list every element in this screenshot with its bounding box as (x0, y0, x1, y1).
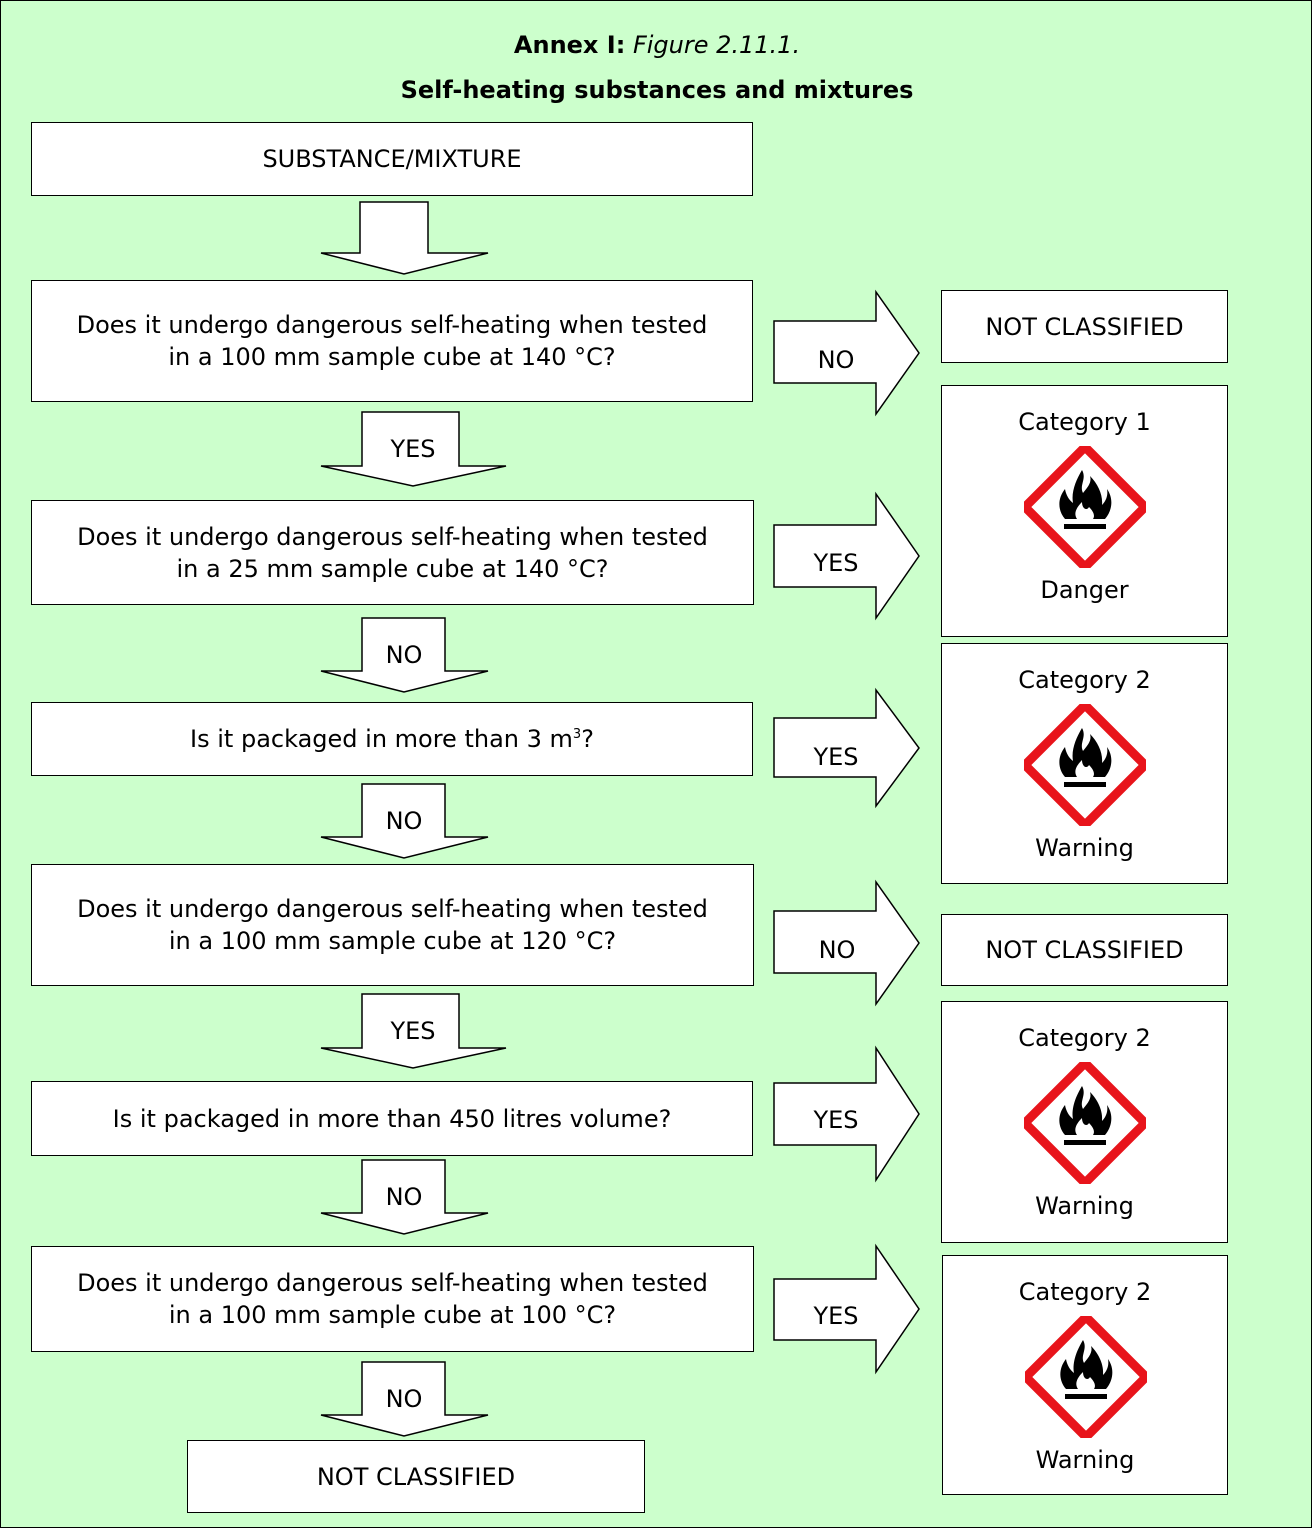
question-6-text: Does it undergo dangerous self-heating w… (77, 1269, 708, 1329)
down-label-2: NO (385, 641, 423, 669)
down-label-3: NO (385, 807, 423, 835)
figure-caption: Annex I: Figure 2.11.1. (1, 31, 1311, 59)
figure-reference: Figure 2.11.1. (632, 31, 801, 59)
end-not-classified-text: NOT CLASSIFIED (316, 1462, 516, 1491)
question-3-text: Is it packaged in more than 3 m3? (190, 725, 594, 753)
category-label: Category 2 (1018, 666, 1151, 694)
down-arrow-6 (320, 1361, 489, 1437)
right-arrow-3 (773, 687, 920, 809)
down-label-6: NO (385, 1385, 423, 1413)
down-arrow-1 (320, 411, 507, 487)
signal-word: Danger (1040, 576, 1129, 604)
down-arrow-3 (320, 783, 489, 859)
question-2-box: Does it undergo dangerous self-heating w… (31, 500, 754, 605)
flame-pictogram-icon (1024, 704, 1146, 826)
right-arrow-1 (773, 289, 920, 417)
outcome-category-2-box-a: Category 2 Warning (941, 643, 1228, 884)
flame-pictogram-icon (1024, 446, 1146, 568)
question-5-text: Is it packaged in more than 450 litres v… (112, 1104, 672, 1133)
outcome-1-text: NOT CLASSIFIED (985, 312, 1184, 341)
question-1-text: Does it undergo dangerous self-heating w… (76, 311, 708, 371)
question-1-box: Does it undergo dangerous self-heating w… (31, 280, 753, 402)
outcome-category-1-box: Category 1 Danger (941, 385, 1228, 637)
question-2-text: Does it undergo dangerous self-heating w… (77, 522, 708, 583)
down-arrow-start (320, 201, 489, 275)
question-5-box: Is it packaged in more than 450 litres v… (31, 1081, 753, 1156)
right-arrow-2 (773, 491, 920, 621)
signal-word: Warning (1035, 834, 1134, 862)
right-label-5: YES (813, 1106, 859, 1134)
outcome-category-2-box-c: Category 2 Warning (942, 1255, 1228, 1495)
right-label-2: YES (813, 549, 859, 577)
end-not-classified-box: NOT CLASSIFIED (187, 1440, 645, 1513)
right-label-1: NO (817, 346, 855, 374)
start-box: SUBSTANCE/MIXTURE (31, 122, 753, 196)
outcome-4-text: NOT CLASSIFIED (985, 936, 1184, 964)
right-label-3: YES (813, 743, 859, 771)
down-arrow-4 (320, 993, 507, 1069)
down-label-4: YES (390, 1017, 436, 1045)
question-3-box: Is it packaged in more than 3 m3? (31, 702, 753, 776)
outcome-not-classified-1: NOT CLASSIFIED (941, 290, 1228, 363)
question-6-box: Does it undergo dangerous self-heating w… (31, 1246, 754, 1352)
category-label: Category 2 (1018, 1278, 1152, 1306)
right-arrow-5 (773, 1045, 920, 1183)
outcome-category-2-box-b: Category 2 Warning (941, 1001, 1228, 1243)
question-4-box: Does it undergo dangerous self-heating w… (31, 864, 754, 986)
signal-word: Warning (1035, 1192, 1134, 1220)
question-4-text: Does it undergo dangerous self-heating w… (77, 895, 708, 955)
right-label-6: YES (813, 1302, 859, 1330)
down-label-5: NO (385, 1183, 423, 1211)
down-arrow-5 (320, 1159, 489, 1235)
flame-pictogram-icon (1025, 1316, 1147, 1438)
outcome-not-classified-2: NOT CLASSIFIED (941, 914, 1228, 986)
signal-word: Warning (1035, 1446, 1135, 1474)
down-arrow-2 (320, 617, 489, 693)
category-label: Category 2 (1018, 1024, 1151, 1052)
figure-title: Self-heating substances and mixtures (400, 76, 914, 104)
start-text: SUBSTANCE/MIXTURE (262, 145, 522, 173)
category-label: Category 1 (1018, 408, 1151, 436)
right-label-4: NO (818, 936, 856, 964)
right-arrow-4 (773, 879, 920, 1007)
down-label-1: YES (390, 435, 436, 463)
flame-pictogram-icon (1024, 1062, 1146, 1184)
annex-label: Annex I: (513, 31, 626, 59)
right-arrow-6 (773, 1243, 920, 1375)
